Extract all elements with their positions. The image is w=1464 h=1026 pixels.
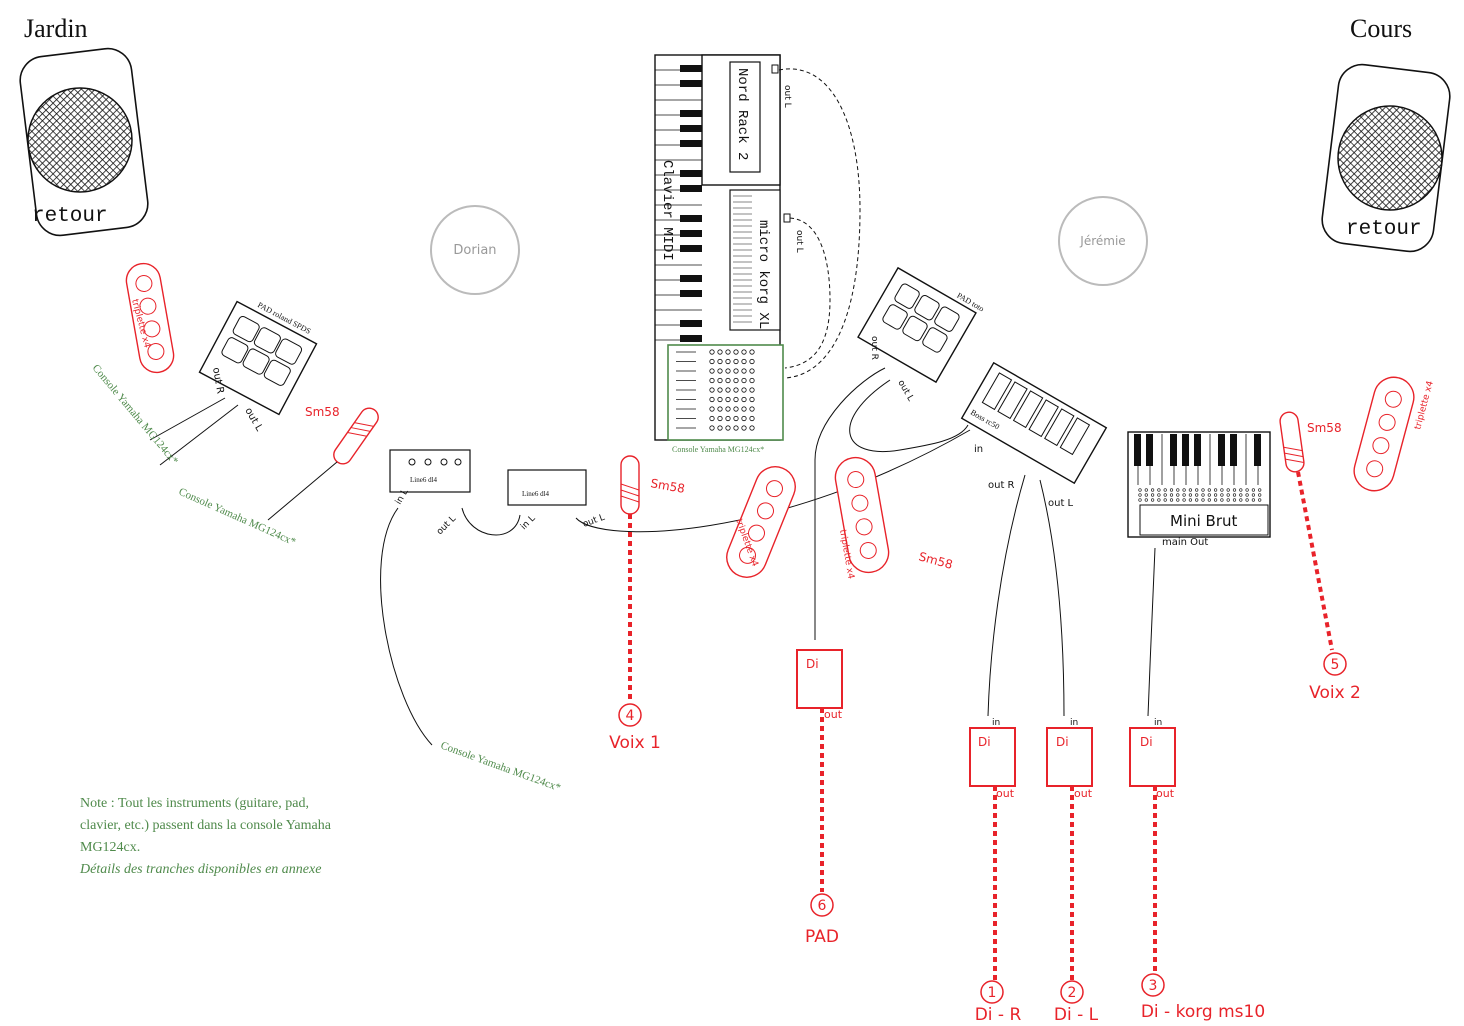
svg-text:out: out [1156,787,1175,800]
microkorg-out-l: out L [794,230,804,253]
line6-a-out-l: out L [435,514,458,537]
monitor-left-label: retour [32,205,108,228]
svg-text:Di: Di [1140,735,1153,749]
triplette-right-label: triplette x4 [1413,380,1436,431]
console-ref-1: Console Yamaha MG124cx* [90,362,181,467]
svg-text:Di: Di [978,735,991,749]
boss-out-l: out L [1048,498,1074,509]
svg-text:5: 5 [1331,657,1340,673]
svg-text:Di: Di [806,657,819,671]
di-pad: Di out [796,649,843,721]
pad-right: PAD toto [857,266,986,384]
line6-b-label: Line6 dl4 [522,490,550,498]
console-ref-3: Console Yamaha MG124cx* [439,740,562,795]
channel-5: 5 Voix 2 [1309,652,1361,703]
channel-3: 3 Di - korg ms10 [1141,973,1265,1022]
nord-label: Nord Rack 2 [734,68,750,160]
svg-text:Voix 1: Voix 1 [609,733,661,753]
channel-1: 1 Di - R [975,980,1022,1025]
line6-a: Line6 dl4 [389,449,471,493]
musician-circle-left [430,205,520,295]
pad-right-out-l: out L [895,379,915,404]
svg-text:in: in [992,718,1000,728]
line6-b: Line6 dl4 [507,469,587,506]
triplette-right [1353,376,1415,492]
svg-text:2: 2 [1068,985,1077,1001]
di-l: Di in out [1046,718,1093,800]
channel-6: 6 PAD [805,893,839,947]
side-cours: Cours [1350,14,1412,43]
triplette-left [125,262,175,374]
microkorg-label: micro korg XL [755,220,771,329]
note: Note : Tout les instruments (guitare, pa… [79,796,332,877]
triplette-center-b [834,456,890,574]
di-r: Di in out [969,718,1016,800]
svg-text:Di - R: Di - R [975,1005,1022,1025]
musician-left: Dorian [453,243,496,258]
svg-text:clavier, etc.) passent dans la: clavier, etc.) passent dans la console Y… [80,818,332,833]
pad-left-out-l: out L [242,406,264,434]
svg-text:Détails des tranches disponibl: Détails des tranches disponibles en anne… [79,862,321,877]
musician-circle-right [1058,196,1148,286]
mic-voix2-label: Sm58 [1307,421,1342,435]
channel-2: 2 Di - L [1054,980,1099,1025]
svg-text:Di: Di [1056,735,1069,749]
di-korg: Di in out [1129,718,1176,800]
midi-keyboard-label: Clavier MIDI [659,160,675,261]
monitor-right-label: retour [1346,218,1422,241]
nord-out-l: out L [782,85,792,108]
svg-text:out: out [824,708,843,721]
svg-text:Di - L: Di - L [1054,1005,1099,1025]
pad-right-out-r: out R [869,336,879,360]
svg-text:6: 6 [818,898,827,914]
svg-text:Di - korg ms10: Di - korg ms10 [1141,1002,1265,1022]
boss-out-r: out R [988,480,1015,491]
console-keys-label: Console Yamaha MG124cx* [672,445,764,454]
keyboard-rig: Nord Rack 2 micro korg XL Clavier MIDI C… [654,54,861,454]
svg-text:out: out [996,787,1015,800]
mic-left-label: Sm58 [305,405,340,419]
side-jardin: Jardin [24,14,88,43]
triplette-center-a [726,466,796,578]
svg-text:PAD: PAD [805,927,839,947]
mic-sm58-voix2 [1279,411,1305,473]
mic-floor-label: Sm58 [917,549,954,571]
monitor-left: retour [19,47,149,237]
musician-right: Jérémie [1079,234,1125,248]
monitor-right: retour [1321,63,1451,253]
channel-4: 4 Voix 1 [609,703,661,753]
minibrut-label: Mini Brut [1170,512,1238,530]
boss-in: in [974,444,983,455]
svg-text:4: 4 [626,708,635,724]
svg-text:Voix 2: Voix 2 [1309,683,1361,703]
svg-text:Note : Tout les instruments (g: Note : Tout les instruments (guitare, pa… [80,796,309,811]
mic-sm58-voix1 [620,455,640,515]
svg-text:MG124cx.: MG124cx. [80,840,140,855]
minibrut-main-out: main Out [1162,537,1208,548]
pad-left-out-r: out R [210,367,225,395]
mic-sm58-left [333,407,379,465]
pad-left: PAD roland SPDS [198,300,318,416]
line6-a-label: Line6 dl4 [410,476,438,484]
line6-b-in-l: in L [519,514,537,532]
svg-text:3: 3 [1149,978,1158,994]
mic-voix1-label: Sm58 [649,476,685,496]
console-ref-2: Console Yamaha MG124cx* [177,486,298,549]
minibrut: Mini Brut [1127,431,1271,538]
boss-rc50: Boss rc50 [960,361,1108,485]
svg-text:in: in [1154,718,1162,728]
svg-text:out: out [1074,787,1093,800]
svg-text:1: 1 [988,985,997,1001]
svg-text:in: in [1070,718,1078,728]
